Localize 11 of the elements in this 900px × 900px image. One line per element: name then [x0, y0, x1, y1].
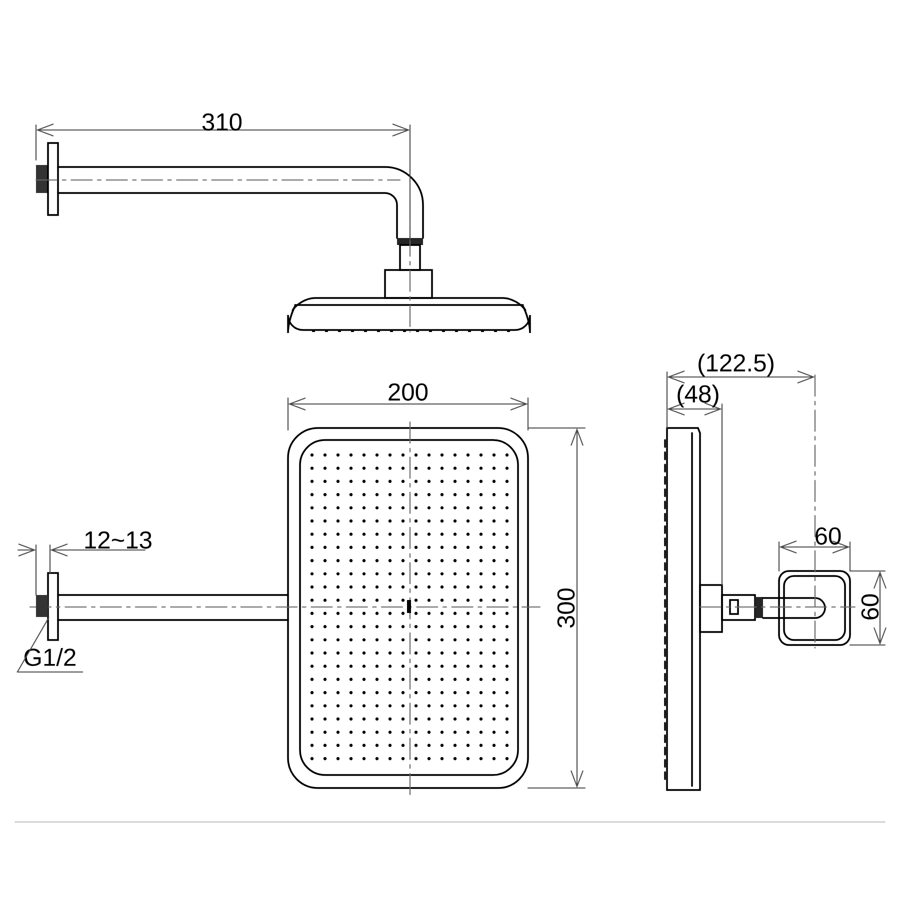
dimension-text: 60 — [816, 527, 841, 545]
dimension-text: 310 — [202, 113, 242, 131]
thread-drawing — [36, 595, 48, 617]
dimension-text: 12~13 — [85, 531, 152, 549]
dimension-text: 200 — [388, 383, 428, 401]
dimension-text: 300 — [557, 588, 575, 628]
dimension-text: 60 — [861, 594, 879, 620]
thread-label: G1/2 — [16, 648, 84, 673]
dimension-text: (48) — [678, 384, 718, 408]
dimension-text: (122.5) — [698, 354, 774, 376]
leader-line — [16, 617, 50, 673]
